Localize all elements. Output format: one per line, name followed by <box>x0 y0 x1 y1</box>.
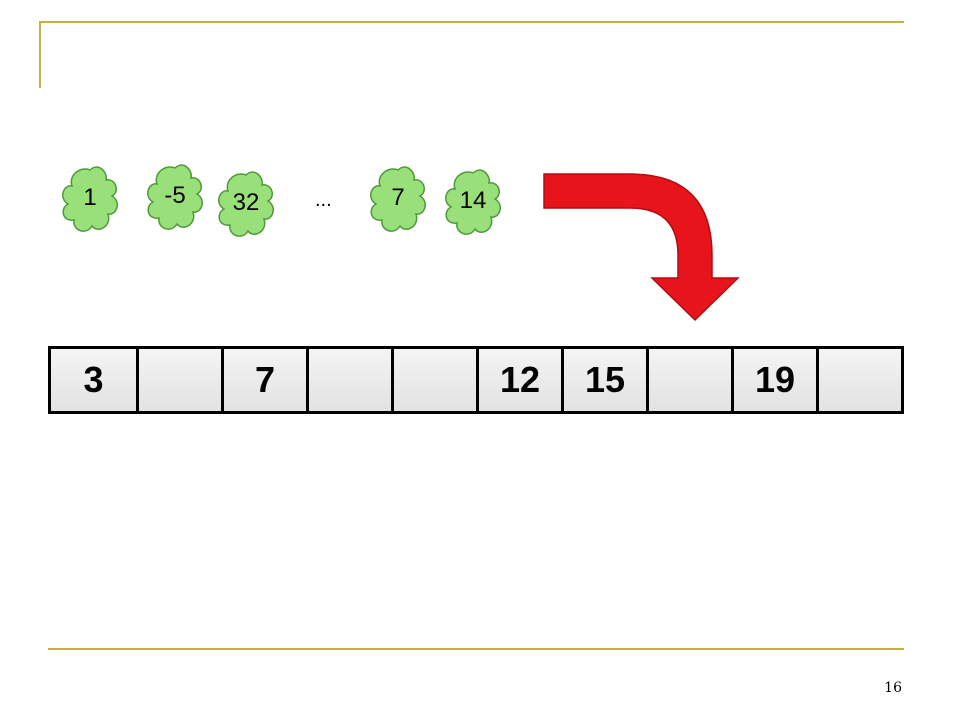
table-slot: 7 <box>221 349 306 411</box>
insert-arrow <box>543 173 740 322</box>
table-slot: 12 <box>476 349 561 411</box>
frame-left-line <box>39 21 41 88</box>
table-slot <box>816 349 901 411</box>
ellipsis-label: ... <box>315 189 332 211</box>
table-slot <box>391 349 476 411</box>
key-label: -5 <box>164 182 186 209</box>
table-slot <box>306 349 391 411</box>
table-slot: 15 <box>561 349 646 411</box>
key-label: 7 <box>391 184 405 211</box>
page-number: 16 <box>884 680 902 696</box>
key-label: 14 <box>459 187 487 214</box>
key-label: 32 <box>232 189 260 216</box>
frame-top-line <box>40 21 904 23</box>
key-label: 1 <box>83 184 97 211</box>
frame-bottom-line <box>48 648 904 650</box>
table-slot <box>136 349 221 411</box>
table-slot <box>646 349 731 411</box>
table-slot: 3 <box>51 349 136 411</box>
table-slot: 19 <box>731 349 816 411</box>
